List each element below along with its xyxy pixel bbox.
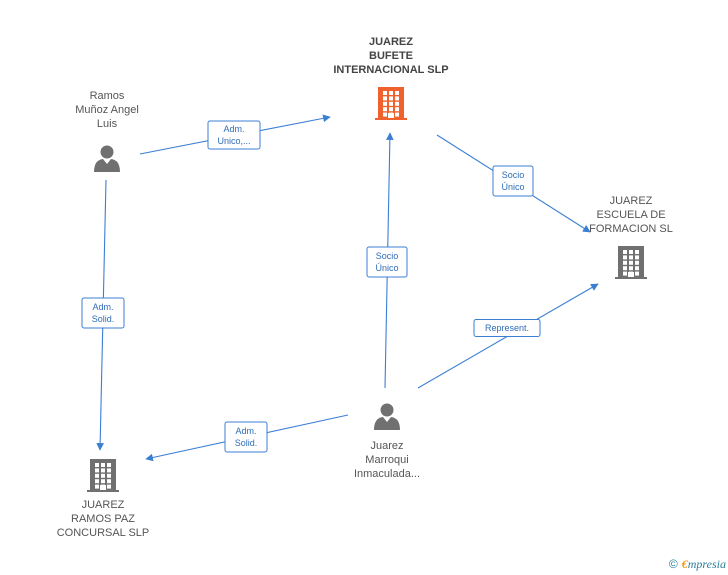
edge-label-box[interactable]: Adm. Solid. — [224, 421, 268, 453]
edge-label-text: Unico,... — [217, 136, 250, 146]
node-label: Muñoz Angel — [75, 104, 139, 116]
brand-logo-e: € — [681, 557, 688, 571]
node-label: ESCUELA DE — [596, 209, 665, 221]
edge-label-text: Solid. — [92, 314, 115, 324]
node-label: BUFETE — [369, 50, 413, 62]
nodes-layer: JUAREZ BUFETE INTERNACIONAL SLP RamosMuñoz … — [57, 36, 673, 539]
edges-layer: Adm.Unico,...SocioÚnicoSocioÚnicoReprese… — [81, 114, 599, 462]
node-label: RAMOS PAZ — [71, 513, 135, 525]
edge-label-text: Adm. — [92, 302, 113, 312]
node-label: JUAREZ — [610, 195, 653, 207]
edge-label-box[interactable]: Adm. Unico,... — [207, 120, 261, 150]
node-label: Luis — [97, 118, 118, 130]
edge-label-text: Socio — [376, 251, 399, 261]
building-icon — [87, 459, 119, 492]
node-label: Juarez — [370, 440, 403, 452]
node-label: Inmaculada... — [354, 468, 420, 480]
building-icon — [375, 87, 407, 120]
brand-logo-text: mpresia — [687, 557, 726, 571]
node-label: FORMACION SL — [589, 223, 673, 235]
node-label: Ramos — [90, 90, 125, 102]
edge-label-text: Adm. — [223, 124, 244, 134]
person-icon — [94, 145, 120, 172]
copyright-symbol: © — [668, 557, 678, 571]
edge-label-text: Único — [375, 263, 398, 273]
footer-brand: ©€mpresia — [669, 557, 726, 572]
node-marroqui[interactable]: JuarezMarroquiInmaculada... — [354, 403, 420, 481]
edge-label-text: Adm. — [235, 426, 256, 436]
person-icon — [374, 403, 400, 430]
edge-label-text: Represent. — [485, 323, 529, 333]
edge-e4: Represent. — [417, 283, 599, 389]
edge-e5: Adm. Solid. — [81, 179, 125, 451]
edge-label-text: Solid. — [235, 438, 258, 448]
node-label: JUAREZ — [369, 36, 413, 48]
edge-label-text: Único — [501, 182, 524, 192]
node-concursal[interactable]: JUAREZ RAMOS PAZ CONCURSAL SLP — [57, 459, 150, 539]
node-label: JUAREZ — [82, 499, 125, 511]
edge-label-box[interactable]: Represent. — [473, 319, 541, 337]
node-label: Marroqui — [365, 454, 408, 466]
node-escuela[interactable]: JUAREZ ESCUELA DE FORMACION SL — [589, 195, 673, 279]
edge-label-text: Socio — [502, 170, 525, 180]
edge-label-box[interactable]: Adm. Solid. — [81, 297, 125, 329]
node-label: CONCURSAL SLP — [57, 527, 150, 539]
edge-e1: Adm. Unico,... — [139, 114, 331, 155]
node-bufete[interactable]: JUAREZ BUFETE INTERNACIONAL SLP — [333, 36, 449, 120]
node-label: INTERNACIONAL SLP — [333, 64, 448, 76]
building-icon — [615, 246, 647, 279]
edge-e6: Adm. Solid. — [145, 414, 349, 462]
